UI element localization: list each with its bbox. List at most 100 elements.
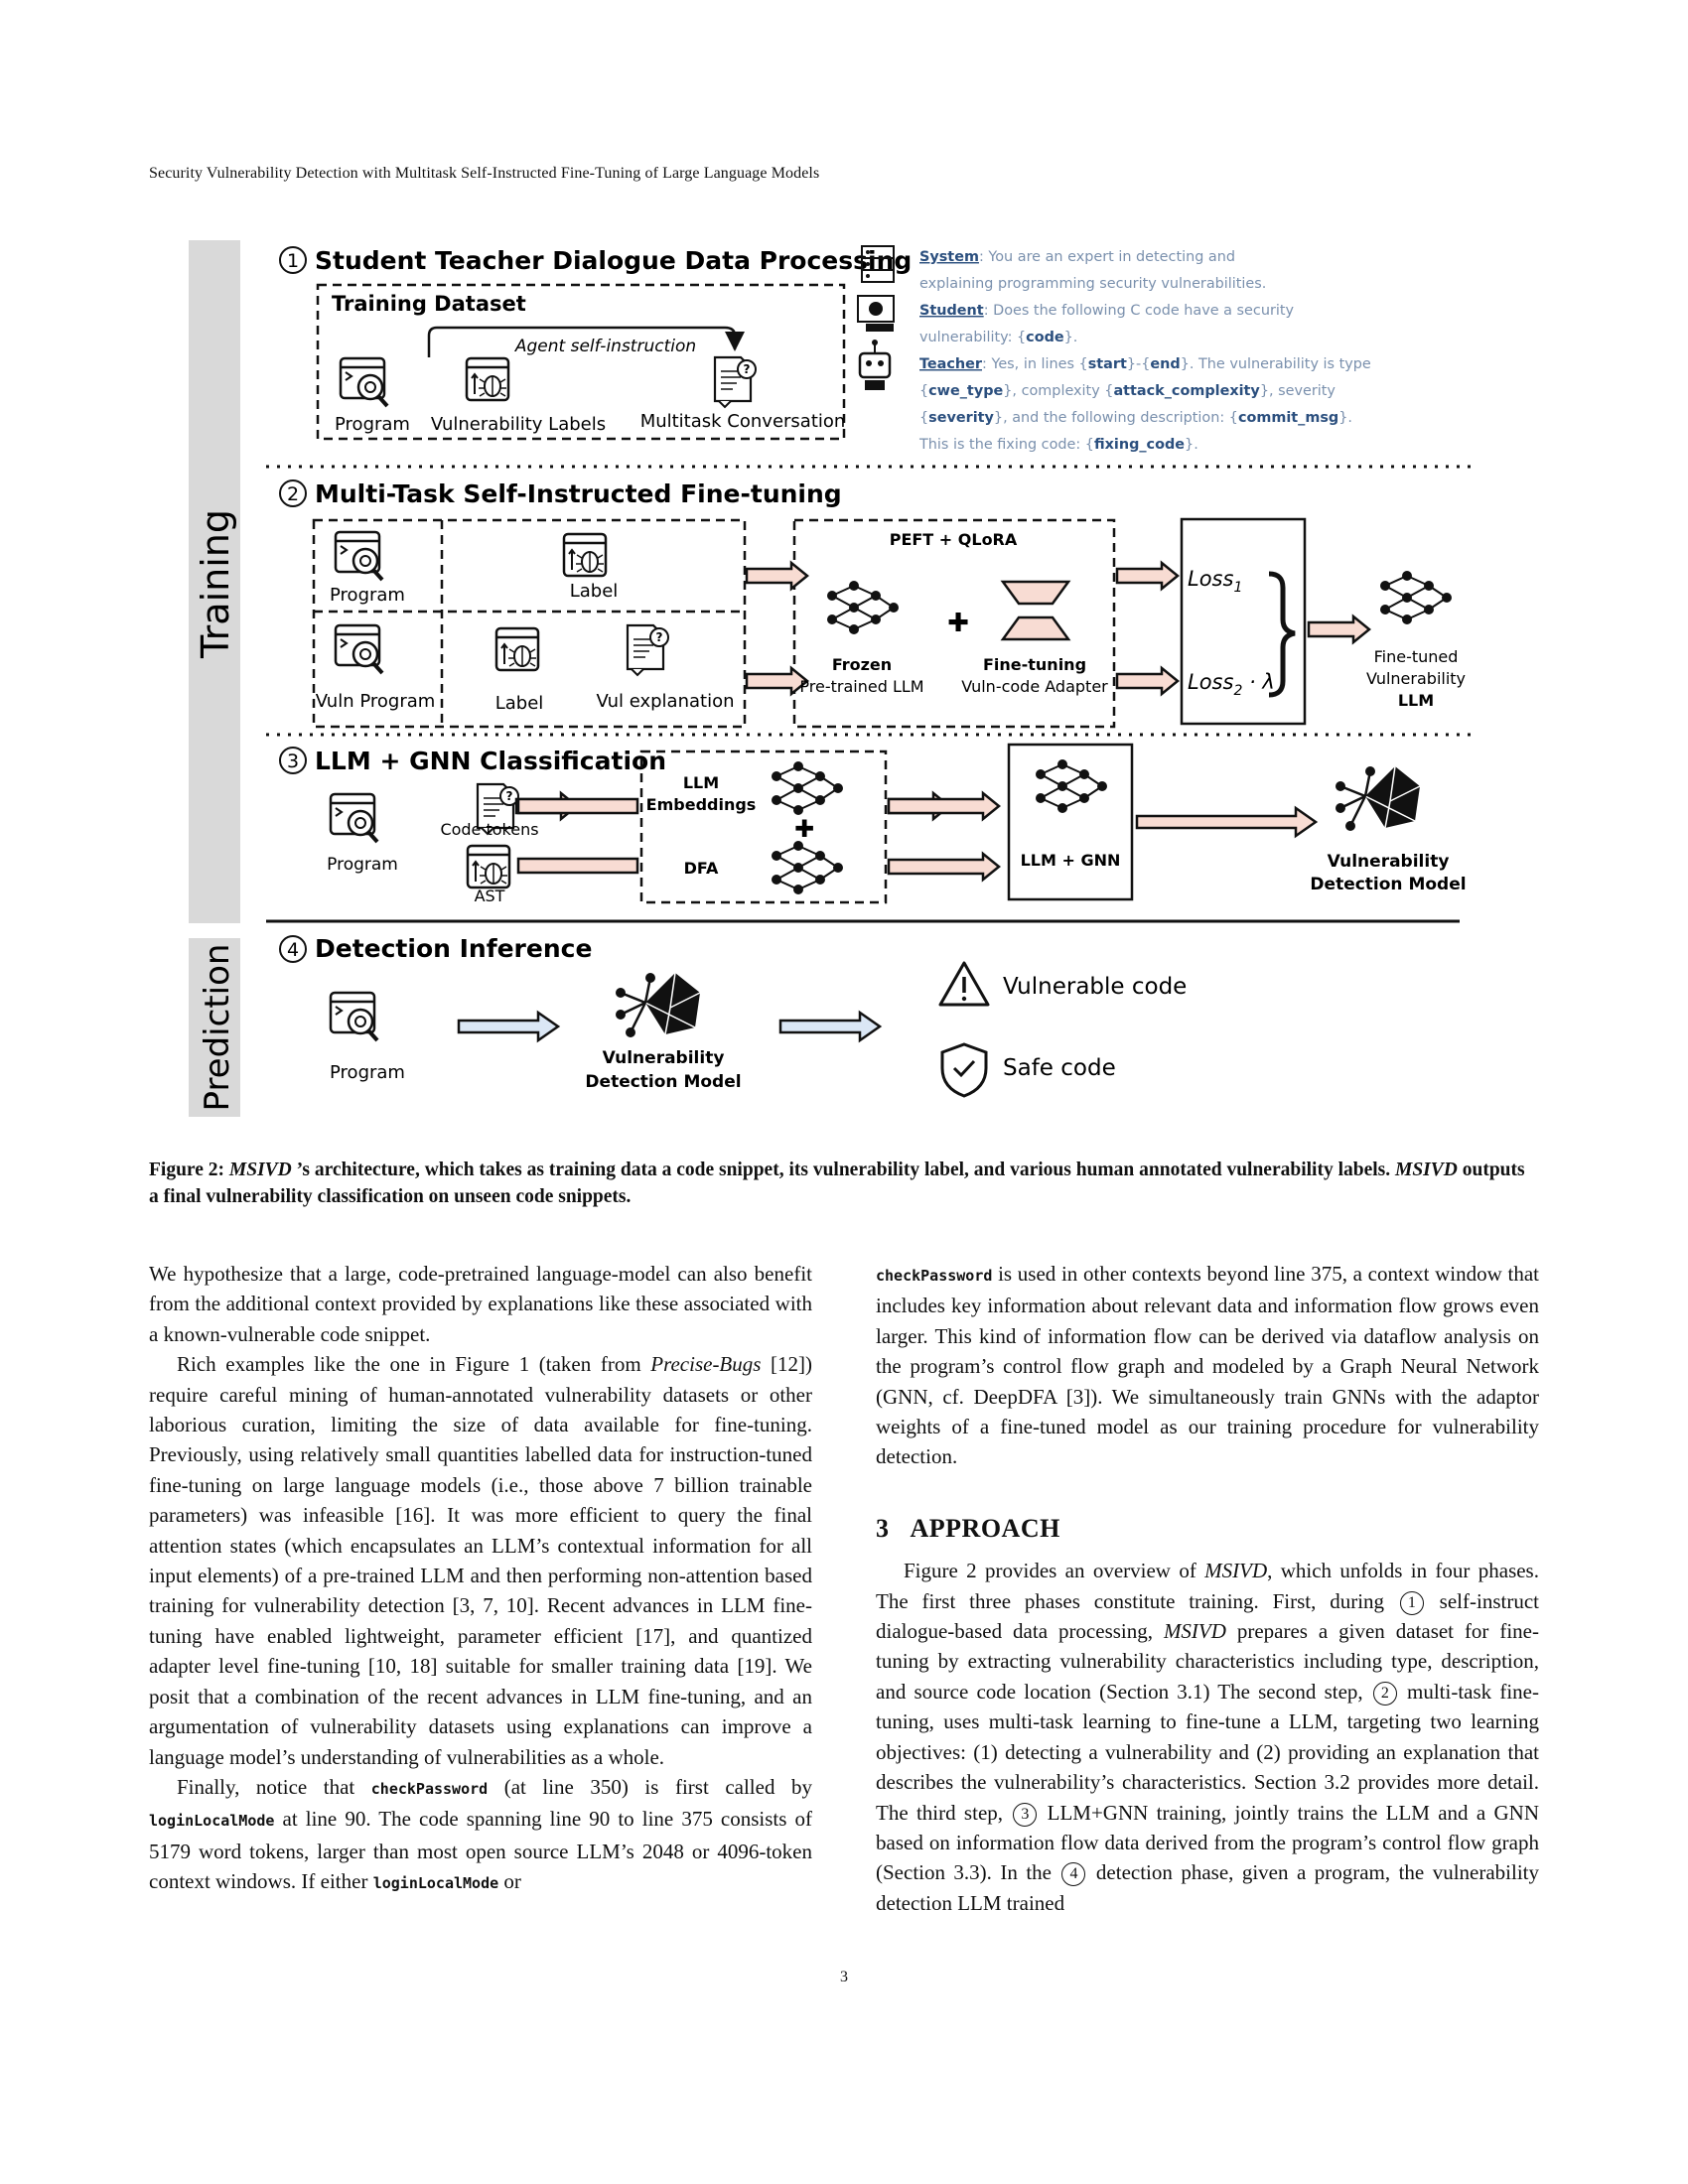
step-2-marker: 2 [1372,1681,1397,1706]
right-p2-msivd-1: MSIVD [1204,1559,1268,1583]
dialogue-t4a: This is the fixing code: { [918,437,1094,453]
step-4-marker: 4 [1061,1862,1086,1887]
pretrained-label: Pre-trained LLM [799,677,923,696]
s3-llm-nn-icon [771,760,844,816]
s1-multitask: Multitask Conversation [640,411,846,432]
code-tokens: Code tokens [440,820,538,839]
safe-code-label: Safe code [1003,1055,1116,1081]
architecture-figure: ? T [189,240,1475,1117]
right-p2-d: prepares a given dataset for fine-tuning… [876,1619,1539,1704]
s2-label1: Label [570,581,619,602]
svg-text:vulnerability: {code}.: vulnerability: {code}. [919,330,1077,345]
shield-check-icon [940,1042,988,1098]
dialogue-student-text3: }. [1064,330,1078,345]
dialogue-system: System [919,249,979,265]
vulnerable-code-label: Vulnerable code [1003,974,1187,1000]
left-paragraph-1: We hypothesize that a large, code-pretra… [149,1262,812,1346]
right-column: checkPassword is used in other contexts … [876,1259,1539,1918]
student-icon [857,295,895,332]
s3-vdm-line2: Detection Model [1310,875,1466,894]
plus-icon: ✚ [947,609,969,638]
dialogue-t1a: : Yes, in lines { [982,356,1088,372]
right-paragraph-2: Figure 2 provides an overview of MSIVD, … [876,1556,1539,1918]
finetuned-llm-icon [1379,570,1453,625]
agent-self-instruction: Agent self-instruction [514,337,696,356]
s4-arrow-1 [457,1011,560,1042]
svg-text:{cwe_type}, complexity {attack: {cwe_type}, complexity {attack_complexit… [919,383,1336,399]
caption-msivd-1: MSIVD [228,1160,292,1180]
step-1-marker: 1 [1399,1590,1424,1615]
s3-program: Program [327,855,398,875]
left-column: We hypothesize that a large, code-pretra… [149,1259,812,1899]
dialogue-end-var: end [1150,356,1180,372]
right-p1-text: is used in other contexts beyond line 37… [876,1262,1539,1469]
s3-dfa-nn-icon [771,840,844,895]
s3-long-arrow-1 [516,797,639,815]
adapter-label: Vuln-code Adapter [961,677,1108,696]
svg-text:This is the fixing code: {fixi: This is the fixing code: {fixing_code}. [918,437,1198,453]
s4-number: 4 [287,939,299,961]
s2-label-icon [562,532,608,578]
dialogue-system-text1: : You are an expert in detecting and [979,249,1235,265]
left-p2-b: [12]) require careful mining of human-an… [149,1352,813,1769]
dialogue-t1b: }-{ [1127,356,1151,372]
frozen-label: Frozen [832,655,892,674]
caption-text-1: ’s architecture, which takes as training… [291,1160,1395,1180]
left-paragraph-3: Finally, notice that checkPassword (at l… [149,1772,812,1899]
svg-text:Teacher: Yes, in lines {start}: Teacher: Yes, in lines {start}-{end}. Th… [919,356,1371,372]
s3-arrow-5 [1135,805,1319,839]
s4-vdm-line1: Vulnerability [603,1048,725,1068]
s2-arrow-2 [745,666,809,696]
peft-qlora: PEFT + QLoRA [890,530,1018,549]
frozen-llm-icon [826,580,900,635]
svg-text:Loss2 · λ: Loss2 · λ [1188,670,1275,699]
dialogue-commit-var: commit_msg [1238,410,1338,426]
s4-vdm-icon [614,971,702,1039]
s2-arrow-5 [1307,614,1371,644]
adapter-icon [1000,580,1071,641]
code-loginlocalmode: loginLocalMode [149,1812,275,1831]
s2-title: Multi-Task Self-Instructed Fine-tuning [315,479,842,508]
loss2-lambda: · λ [1242,670,1274,694]
curly-brace-icon [1268,571,1296,698]
left-p3-a: Finally, notice that [177,1774,371,1799]
s2-vuln-program: Vuln Program [316,691,436,712]
s4-arrow-2 [778,1011,882,1042]
warning-icon [938,961,990,1007]
s2-label2-icon [494,626,540,672]
dialogue-t3a: { [919,410,928,426]
s3-long-arrow-2 [516,857,639,875]
caption-text-2: outputs a final vulnerability classifica… [149,1160,1525,1207]
right-p2-a: Figure 2 provides an overview of [904,1559,1205,1583]
dfa-label: DFA [684,859,719,878]
bug-label-icon [465,356,510,402]
llm-gnn-label: LLM + GNN [1021,851,1121,870]
step-3-marker: 3 [1013,1802,1038,1827]
section-number: 3 [876,1513,890,1543]
s4-vdm-line2: Detection Model [585,1072,741,1092]
dialogue-t3c: }. [1338,410,1352,426]
s3-arrow-4 [887,851,1001,883]
left-p3-b: (at line 350) is first called by [488,1774,812,1799]
section-heading: 3 APPROACH [876,1514,1539,1544]
loss2-sub: 2 [1233,683,1242,699]
loss1-sub: 1 [1233,580,1242,596]
s3-vdm-icon [1334,764,1422,833]
finetuning-label: Fine-tuning [983,655,1086,674]
s2-arrow-4 [1115,666,1180,696]
svg-text:Student: Does the following C: Student: Does the following C code have … [919,303,1295,319]
dialogue-t3b: }, and the following description: { [994,410,1238,426]
dialogue-fix-var: fixing_code [1094,437,1185,453]
code-loginlocalmode-2: loginLocalMode [372,1874,499,1893]
s3-plus-icon: ✚ [794,815,814,843]
s1-title: Student Teacher Dialogue Data Processing [315,246,912,275]
s1-program-label: Program [335,414,410,435]
dialogue-student-text2: vulnerability: { [919,330,1026,345]
s2-number: 2 [287,483,299,505]
code-checkpassword: checkPassword [370,1779,489,1798]
left-p2-a: Rich examples like the one in Figure 1 (… [177,1352,651,1377]
s2-arrow-1 [745,561,809,591]
s3-arrow-3b [887,790,1001,822]
s2-label2: Label [495,693,544,714]
finetuned-line2: Vulnerability [1366,669,1466,688]
